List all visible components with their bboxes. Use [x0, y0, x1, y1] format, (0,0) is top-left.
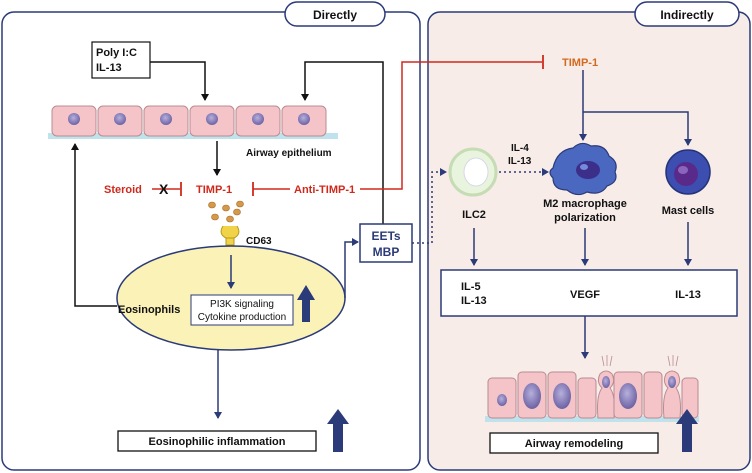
stimulus-arrow: [150, 61, 209, 101]
eets-to-epithelium-arrow: [301, 61, 384, 224]
m2-macrophage-icon: [549, 142, 617, 196]
right-panel-title: Indirectly: [660, 8, 714, 22]
cd63-label: CD63: [246, 236, 272, 247]
timp1-to-mastcell-arrow: [583, 111, 692, 146]
pi3k-label: PI3K signaling: [210, 299, 274, 310]
m2-label-line2: polarization: [554, 212, 616, 224]
ilc2-label: ILC2: [462, 209, 486, 221]
upregulation-arrow-inflammation: [327, 409, 349, 452]
mast-cells-label: Mast cells: [662, 205, 715, 217]
eosinophil-to-eets-arrow: [344, 238, 359, 298]
eosinophils-label: Eosinophils: [118, 304, 180, 316]
airway-remodeling-box: [489, 432, 659, 454]
stimulus-box: [91, 41, 151, 79]
eosinophilic-inflammation-box: [117, 430, 317, 452]
anti-timp1-label: Anti-TIMP-1: [294, 184, 355, 196]
timp1-particles: [208, 200, 244, 223]
mediators-box: [440, 269, 738, 317]
anti-timp1-to-right-timp1: [360, 61, 542, 190]
m2-label-line1: M2 macrophage: [543, 198, 627, 210]
upregulation-arrow-remodeling: [676, 409, 698, 452]
airway-epithelium-cells: [48, 105, 338, 139]
eets-to-ilc2-dotted-arrow: [412, 168, 447, 244]
stimulus-il13: IL-13: [96, 62, 122, 74]
eosinophil-to-epithelium-arrow: [71, 143, 117, 307]
il13-box-right-label: IL-13: [675, 289, 701, 301]
il13-box-left-label: IL-13: [461, 295, 487, 307]
remodeled-epithelium-cells: [485, 355, 699, 422]
steroid-label: Steroid: [104, 184, 142, 196]
eosinophilic-inflammation-label: Eosinophilic inflammation: [149, 436, 286, 448]
il5-label: IL-5: [461, 281, 481, 293]
il4-label: IL-4: [511, 143, 529, 154]
ilc2-cell-icon: [448, 147, 498, 197]
signaling-box: [190, 294, 294, 326]
cytokine-label: Cytokine production: [198, 312, 286, 323]
left-panel-tab: [284, 1, 386, 27]
mbp-label: MBP: [373, 245, 400, 259]
stimulus-polyic: Poly I:C: [96, 47, 137, 59]
right-panel-tab: [634, 1, 740, 27]
blocked-x-mark: X: [159, 181, 169, 197]
cd63-receptor-icon: [220, 225, 240, 246]
il13-mid-label: IL-13: [508, 156, 532, 167]
mast-cell-icon: [665, 149, 711, 195]
vegf-label: VEGF: [570, 289, 600, 301]
eets-label: EETs: [371, 229, 400, 243]
right-panel: [427, 11, 751, 471]
timp1-right-label: TIMP-1: [562, 57, 598, 69]
left-panel-title: Directly: [313, 8, 357, 22]
left-panel: [1, 11, 421, 471]
upregulation-arrow-eosinophil: [297, 285, 315, 322]
airway-epithelium-label: Airway epithelium: [246, 148, 332, 159]
airway-remodeling-label: Airway remodeling: [525, 438, 623, 450]
timp1-center-label: TIMP-1: [196, 184, 232, 196]
